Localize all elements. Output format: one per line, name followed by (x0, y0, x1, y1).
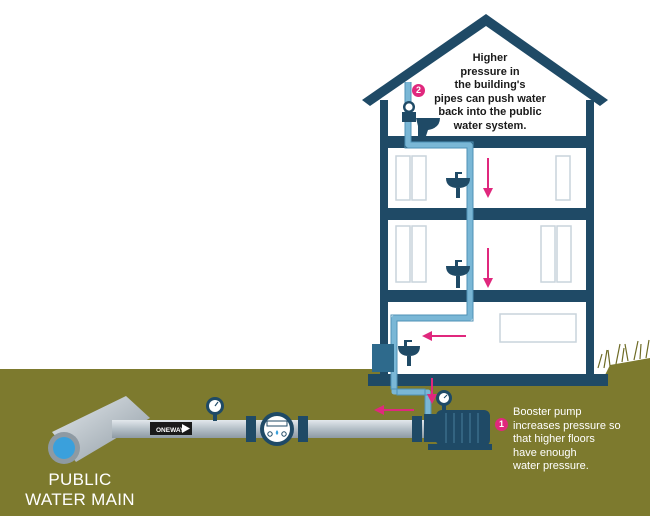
valve-fitting (246, 416, 256, 442)
callout-2-line: the building's (454, 79, 526, 91)
callout-1-line: that higher floors (513, 433, 595, 445)
pressure-gauge-icon (206, 397, 224, 421)
callout-1-line: have enough (513, 446, 577, 459)
callout-2-badge: 2 (412, 84, 425, 97)
callout-1-line: increases pressure so (513, 419, 621, 432)
callout-1-line: water pressure. (513, 460, 589, 472)
backflow-arrows (374, 158, 493, 415)
sink-icon (446, 172, 470, 198)
valve-fitting (298, 416, 308, 442)
callout-2-line: water system. (453, 119, 527, 132)
public-water-main (48, 396, 150, 464)
callout-2-line: pressure in (460, 65, 520, 78)
public-water-main-label: PUBLIC WATER MAIN (10, 470, 150, 510)
public-water-main-line: PUBLIC (48, 470, 112, 489)
house (362, 14, 608, 386)
callout-1-line: Booster pump (513, 406, 582, 418)
callout-2-line: back into the public (438, 106, 542, 118)
toilet-icon (402, 112, 440, 136)
callout-1-text: Booster pump increases pressure so that … (513, 406, 647, 474)
callout-2-text: Higher pressure in the building's pipes … (428, 52, 552, 133)
grass (597, 339, 650, 369)
windows (395, 155, 577, 343)
callout-2-line: Higher (472, 52, 508, 64)
valve-fitting (412, 416, 422, 442)
riser-pipe-outline (390, 82, 474, 414)
water-meter-icon (260, 412, 294, 446)
public-water-main-line: WATER MAIN (25, 490, 135, 509)
sink-icon (446, 260, 470, 288)
callout-1-badge: 1 (495, 418, 508, 431)
riser-pipe (391, 82, 473, 414)
booster-pump-icon (424, 390, 492, 450)
callout-2-line: pipes can push water (434, 92, 546, 105)
sink-icon (372, 340, 420, 372)
pressure-gauge-icon (403, 101, 415, 113)
one-way-valve: ONEWAY (150, 422, 192, 435)
one-way-label: ONEWAY (156, 427, 185, 434)
